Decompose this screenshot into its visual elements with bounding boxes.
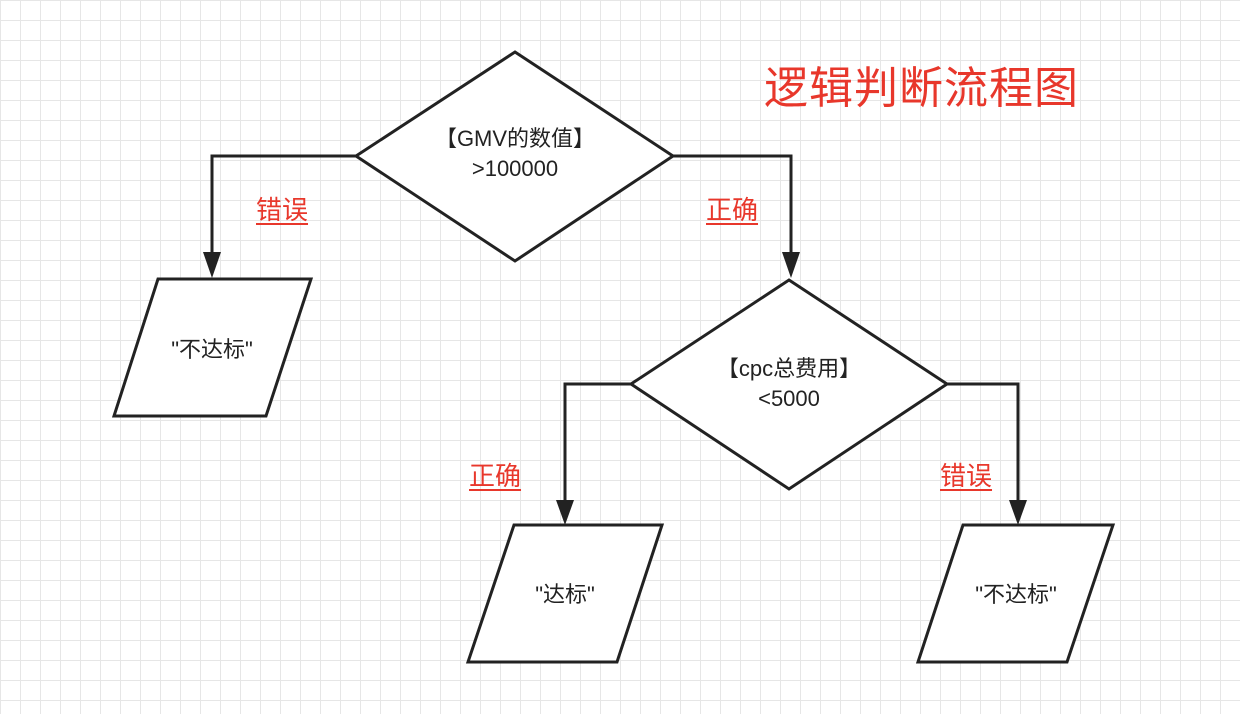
decision-cpc-diamond <box>628 278 950 491</box>
decision-gmv-diamond <box>353 50 676 263</box>
connector-gmv-false <box>210 154 356 262</box>
edge-label-cpc-true: 正确 <box>469 461 522 491</box>
connector-cpc-false <box>947 382 1020 510</box>
edge-label-gmv-false: 错误 <box>256 195 309 225</box>
output-pass-parallelogram <box>465 523 665 664</box>
edge-label-gmv-true: 正确 <box>706 195 759 225</box>
decision-gmv-threshold: >100000 <box>471 155 559 181</box>
output-right-parallelogram <box>915 523 1116 664</box>
decision-cpc-condition: 【cpc总费用】 <box>716 356 862 381</box>
output-pass-label: "达标" <box>535 582 595 607</box>
decision-cpc-threshold: <5000 <box>758 385 820 411</box>
connector-cpc-true <box>563 382 631 510</box>
arrowhead-cpc-true <box>556 500 574 525</box>
decision-gmv-label: 【GMV的数值】 >100000 <box>415 124 615 183</box>
diagram-title: 逻辑判断流程图 <box>764 64 1079 113</box>
decision-cpc-label: 【cpc总费用】 <5000 <box>689 354 889 413</box>
edge-label-cpc-false: 错误 <box>940 461 993 491</box>
output-right-label: "不达标" <box>975 582 1057 607</box>
output-left-parallelogram <box>111 277 314 418</box>
output-left-label: "不达标" <box>171 337 253 362</box>
arrowhead-cpc-false <box>1009 500 1027 525</box>
arrowhead-gmv-false <box>203 252 221 278</box>
decision-gmv-condition: 【GMV的数值】 <box>434 126 596 151</box>
arrowhead-gmv-true <box>782 252 800 278</box>
connector-gmv-true <box>673 154 793 262</box>
